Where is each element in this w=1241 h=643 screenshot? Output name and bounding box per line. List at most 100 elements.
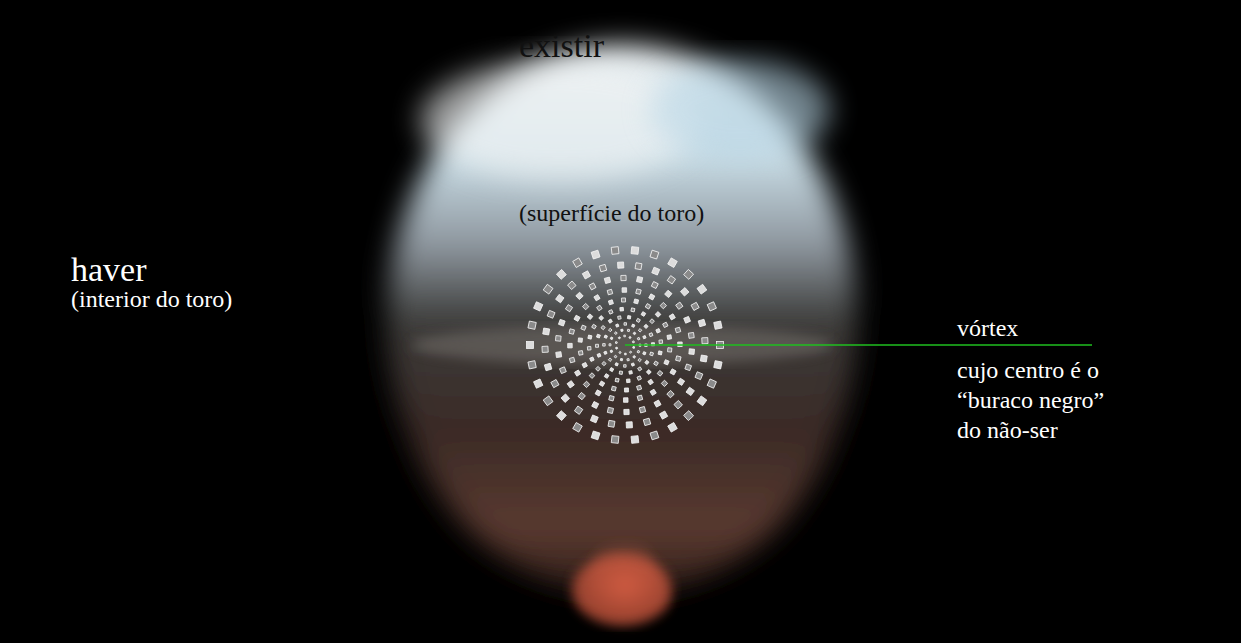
vortex-square [556, 269, 566, 279]
vortex-square [551, 380, 559, 388]
vortex-square [661, 380, 667, 386]
vortex-square [668, 258, 678, 268]
vortex-square [623, 398, 628, 403]
vortex-square [667, 390, 674, 397]
vortex-square [639, 407, 645, 413]
vortex-square [634, 299, 639, 304]
vortex-square [614, 332, 617, 335]
vortex-square [610, 368, 614, 372]
vortex-square [604, 335, 607, 338]
vortex-square [631, 363, 634, 366]
vortex-square [633, 332, 636, 335]
vortex-square [631, 308, 635, 312]
vortex-square [608, 328, 612, 332]
vortex-square [547, 310, 555, 318]
vortex-square [587, 346, 591, 350]
vortex-square [567, 381, 574, 388]
vortex-square [608, 358, 612, 362]
vortex-square [633, 355, 636, 358]
vortex-square [646, 370, 651, 375]
vortex-square [622, 288, 627, 293]
vortex-square [591, 431, 600, 440]
label-haver: haver [71, 250, 147, 289]
vortex-square [695, 372, 703, 380]
vortex-square [638, 367, 642, 371]
vortex-square [589, 373, 595, 379]
photo-oval [387, 45, 857, 595]
vortex-square [573, 258, 583, 268]
vortex-square [645, 360, 649, 364]
vortex-square [656, 329, 660, 333]
vortex-square [608, 319, 612, 323]
vortex-square [698, 319, 705, 326]
vortex-square [700, 355, 707, 362]
vortex-square [582, 271, 590, 279]
vortex-square [587, 314, 593, 320]
vortex-square [608, 420, 615, 427]
vortex-square [636, 318, 640, 322]
vortex-square [607, 407, 613, 413]
vortex-square [638, 329, 642, 333]
vortex-square [676, 356, 681, 361]
vortex-square [583, 381, 589, 387]
vortex-square [596, 366, 601, 371]
vortex-square [643, 336, 646, 339]
vortex-square [609, 396, 614, 401]
vortex-square [604, 374, 609, 379]
vortex-square [565, 305, 572, 312]
vortex-square [626, 422, 632, 428]
vortex-square [619, 351, 621, 353]
vortex-square [676, 302, 683, 309]
vortex-square [626, 379, 630, 383]
vortex-square [556, 411, 566, 421]
vortex-square [624, 409, 629, 414]
vortex-square [629, 336, 631, 338]
vortex-square [569, 329, 574, 334]
vortex-square [574, 406, 582, 414]
vortex-square [629, 371, 633, 375]
vortex-square [573, 423, 583, 433]
vortex-square [670, 369, 676, 375]
vortex-square [615, 363, 618, 366]
vortex-square [649, 294, 655, 300]
vortex-square [561, 394, 569, 402]
vortex-square [665, 290, 672, 297]
vortex-square [615, 378, 619, 382]
vortex-square [637, 350, 640, 353]
vortex-square [686, 387, 694, 395]
vortex-square [668, 423, 678, 433]
vortex-square [556, 294, 564, 302]
vortex-square [650, 352, 654, 356]
vortex-square [542, 346, 548, 352]
vortex-square [627, 329, 629, 331]
vortex-square [663, 322, 668, 327]
vortex-square [620, 307, 624, 311]
vortex-square [619, 371, 622, 374]
vortex-square [594, 295, 600, 301]
vortex-square [684, 316, 691, 323]
vortex-square [589, 283, 596, 290]
vortex-square [657, 370, 663, 376]
vortex-square [599, 264, 606, 271]
vortex-square [588, 335, 592, 339]
vortex-square [627, 316, 630, 319]
vortex-square [624, 323, 627, 326]
vortex-square [543, 284, 553, 294]
vortex-square [674, 400, 682, 408]
vortex-square [635, 263, 642, 270]
vortex-square [660, 411, 668, 419]
label-note: cujo centro é o “buraco negro” do não-se… [957, 355, 1132, 445]
vortex-square [568, 343, 573, 348]
vortex-square [534, 302, 543, 311]
vortex-square [603, 344, 606, 347]
vortex-square [627, 359, 629, 361]
label-sub: (superfície do toro) [519, 200, 704, 228]
vortex-square [611, 386, 616, 391]
vortex-square [688, 332, 694, 338]
leader-line [625, 344, 1092, 346]
vortex-square [609, 310, 613, 314]
vortex-square [664, 360, 669, 365]
vortex-square [609, 344, 611, 346]
vortex-square [527, 342, 534, 349]
